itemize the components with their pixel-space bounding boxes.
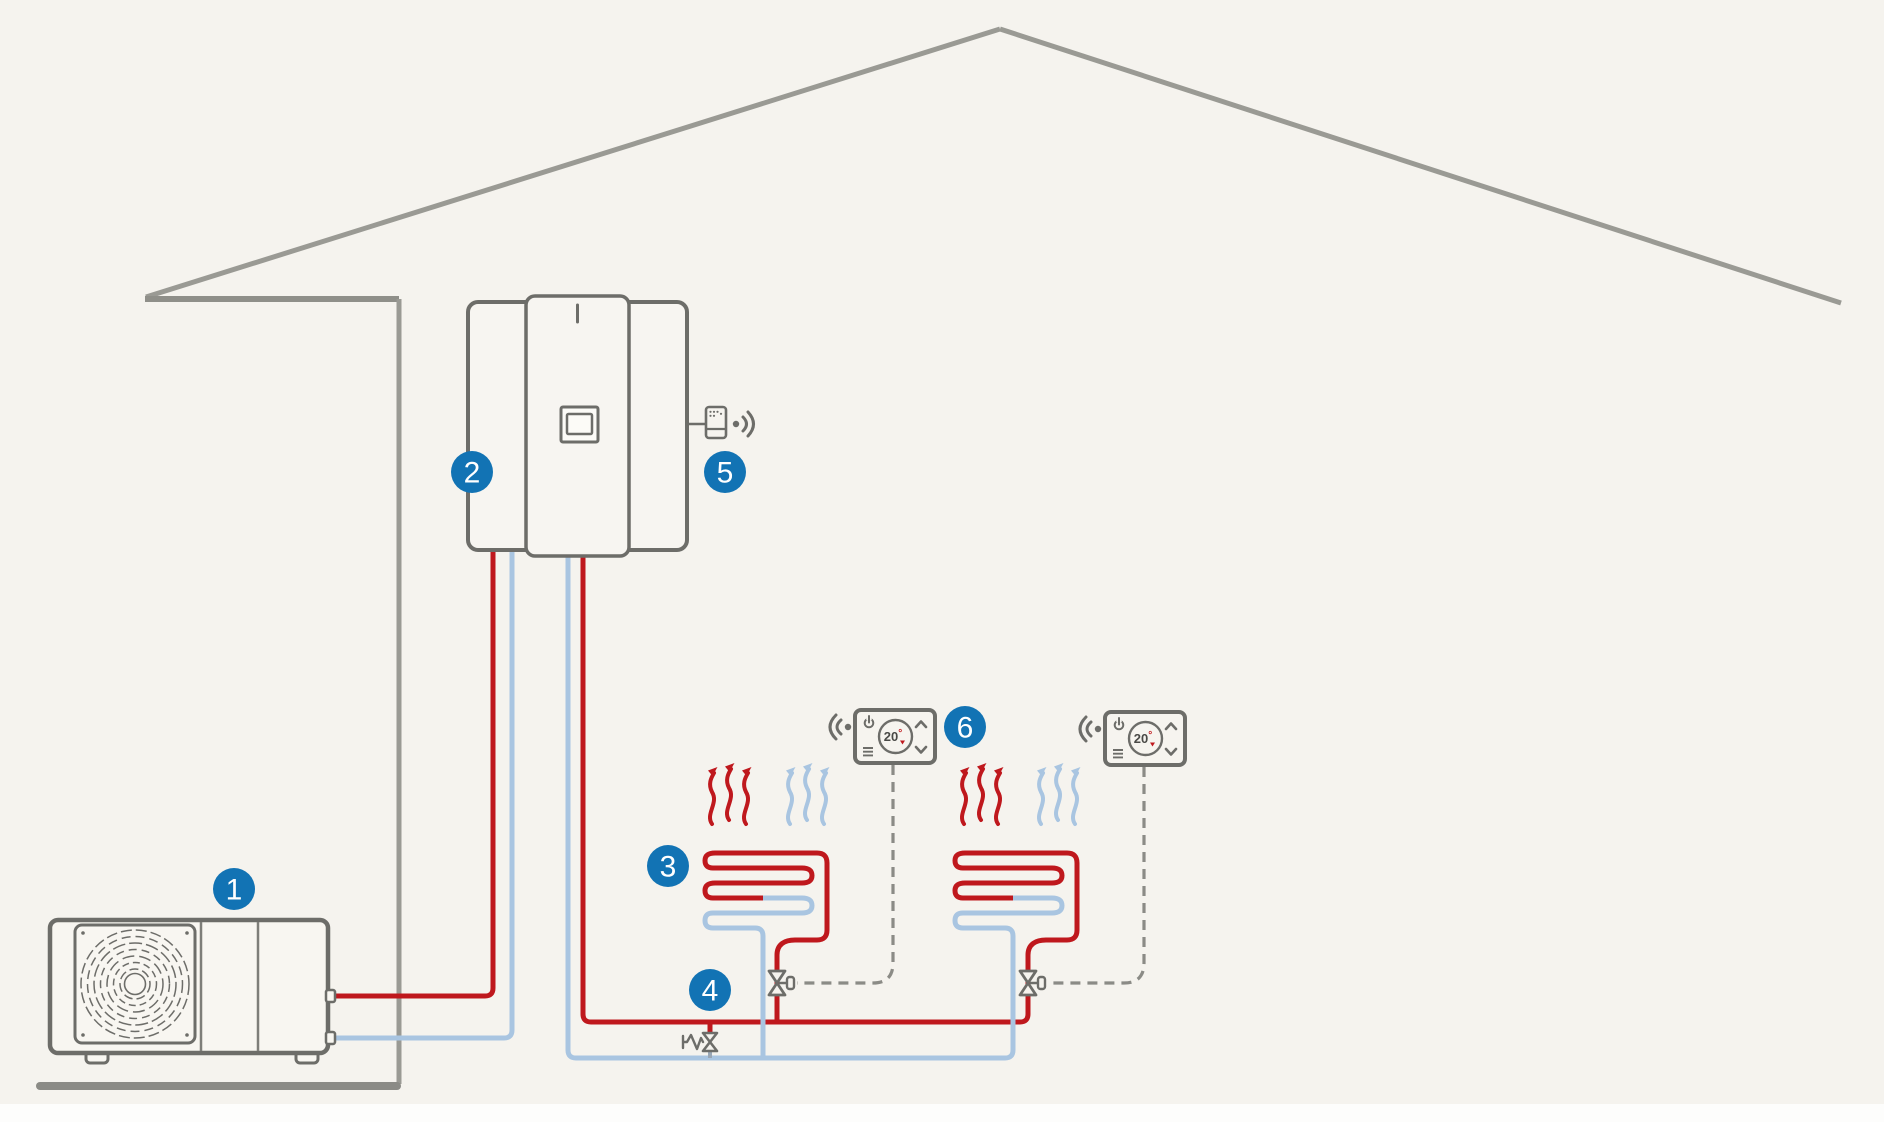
valve-body [767, 969, 787, 997]
supply-branch-coil-1 [702, 850, 830, 1024]
svg-text:6: 6 [957, 712, 974, 745]
port-hot [324, 988, 337, 1004]
heating-pipes [565, 549, 1080, 1061]
svg-text:1: 1 [226, 874, 243, 907]
chevron-down-icon [1164, 747, 1178, 756]
roof-right [999, 26, 1842, 306]
control-line-1 [797, 765, 895, 985]
callout-2: 2 [451, 451, 493, 493]
chevron-down-icon [914, 745, 928, 754]
wireless-module [687, 405, 755, 440]
power-icon [1113, 717, 1125, 731]
callout-1: 1 [213, 868, 255, 910]
supply-main-and-coil-2 [580, 549, 1080, 1025]
dial-mark [1150, 742, 1155, 747]
module-terminals [709, 410, 723, 417]
port-cold [324, 1030, 337, 1046]
module-body [704, 405, 728, 440]
outdoor-connection-pipes [333, 549, 515, 1041]
wifi-signal-icon [1078, 715, 1102, 743]
temperature-dial: 20° [877, 718, 914, 755]
control-line-2 [1048, 767, 1146, 985]
chevron-up-icon [914, 720, 928, 729]
roof-left [145, 26, 1001, 300]
svg-text:3: 3 [660, 851, 677, 884]
svg-text:20°: 20° [884, 728, 902, 744]
zone-valve-1 [767, 969, 796, 997]
callout-5: 5 [704, 451, 746, 493]
chevron-up-icon [1164, 722, 1178, 731]
callouts: 1 2 3 4 5 6 [213, 451, 986, 1011]
thermostat-2: 20° [1078, 710, 1187, 767]
control-lines [797, 765, 1146, 985]
svg-text:20°: 20° [1134, 730, 1152, 746]
valve-actuator-knob [1036, 975, 1047, 991]
return-branch-coil-1 [702, 895, 815, 1060]
bottom-margin [0, 1104, 1884, 1122]
wifi-signal-icon [732, 410, 755, 438]
bypass-valve-body [701, 1031, 719, 1053]
house-outline [36, 26, 1842, 1090]
svg-text:4: 4 [702, 975, 719, 1008]
callout-6: 6 [944, 706, 986, 748]
dial-mark [900, 740, 905, 745]
zone-valve-2 [1018, 969, 1047, 997]
outdoor-pipe-cold [333, 549, 515, 1041]
fan-hub [123, 972, 147, 996]
valve-body [1018, 969, 1038, 997]
outdoor-unit [47, 917, 337, 1065]
thermostat-1: 20° [828, 708, 937, 765]
bypass-valve [681, 1022, 719, 1058]
menu-icon [863, 747, 873, 757]
menu-icon [1113, 749, 1123, 759]
indoor-unit [466, 294, 689, 558]
valve-actuator-knob [785, 975, 796, 991]
outdoor-unit-panel-seams [199, 922, 260, 1051]
temperature-dial: 20° [1127, 720, 1164, 757]
wifi-signal-icon [828, 713, 852, 741]
fan-icon [73, 923, 197, 1045]
callout-3: 3 [647, 845, 689, 887]
callout-4: 4 [689, 969, 731, 1011]
svg-text:5: 5 [717, 457, 734, 490]
indoor-unit-display [559, 405, 600, 444]
svg-text:2: 2 [464, 457, 481, 490]
power-icon [863, 715, 875, 729]
bypass-valve-spring [681, 1033, 705, 1051]
return-main-and-coil-2 [565, 549, 1065, 1061]
outdoor-pipe-hot [333, 549, 496, 999]
